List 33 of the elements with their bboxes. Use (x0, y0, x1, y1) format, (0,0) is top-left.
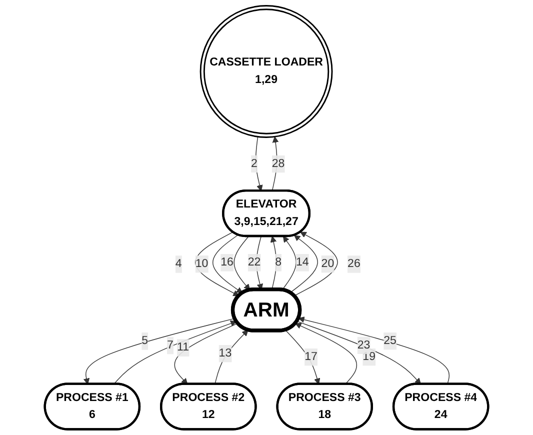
edge-label: 16 (220, 256, 234, 268)
arrow (113, 320, 237, 385)
edge-label: 13 (218, 347, 232, 360)
edge-label: 5 (142, 334, 148, 347)
arrow (212, 234, 243, 294)
edge-label: 25 (384, 334, 396, 347)
arrow (234, 236, 250, 290)
edge-label: 28 (272, 158, 285, 170)
edge-label: 22 (248, 256, 261, 268)
arrow (174, 322, 238, 384)
edge-label: 11 (177, 341, 190, 354)
edge-label: 20 (321, 258, 334, 270)
arrow (282, 236, 296, 290)
arrow (195, 232, 240, 296)
arrow (296, 320, 422, 384)
edge-label: 19 (362, 350, 376, 363)
edge-label: 26 (348, 258, 360, 270)
arrow (298, 316, 450, 385)
edge-label: 7 (167, 339, 174, 352)
arrow (214, 330, 248, 385)
edge-label: 4 (175, 258, 182, 270)
arrow (295, 322, 358, 385)
edge-label: 8 (275, 256, 282, 268)
edge-label: 17 (304, 350, 318, 363)
edge-label: 14 (296, 256, 309, 268)
edge-label: 2 (251, 157, 258, 170)
arrow (284, 330, 320, 384)
edge-label: 23 (357, 338, 370, 352)
node-circle: CASSETTE LOADER 1,29 (200, 5, 333, 138)
arrow (294, 232, 338, 296)
arrow (256, 236, 264, 290)
edge-label: 10 (195, 258, 208, 270)
arrow (290, 234, 318, 294)
